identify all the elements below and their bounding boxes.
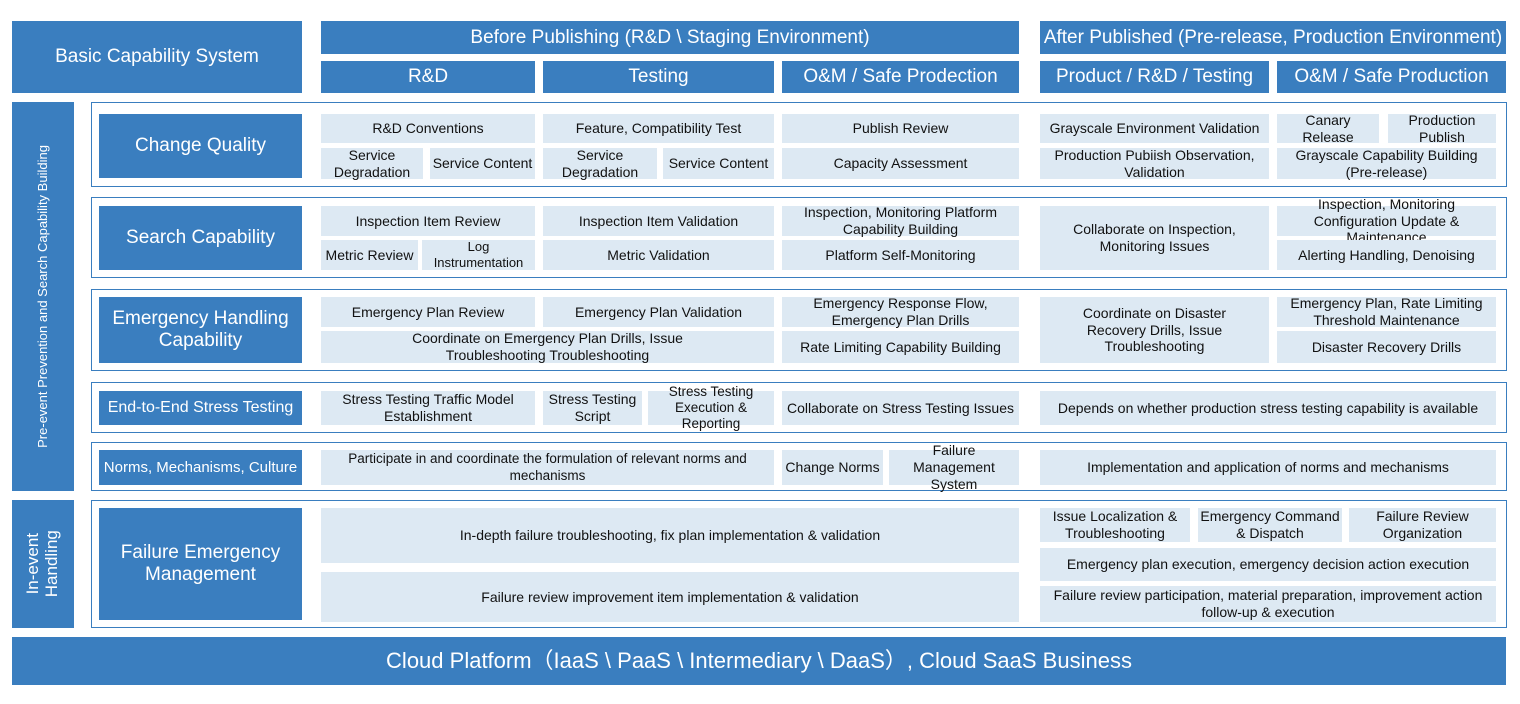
cell: Failure Management System [889, 442, 1019, 492]
cell: Collaborate on Stress Testing Issues [782, 391, 1019, 425]
cell: Emergency plan execution, emergency deci… [1040, 548, 1496, 581]
before-publishing-header: Before Publishing (R&D \ Staging Environ… [321, 21, 1019, 54]
cell: Alerting Handling, Denoising [1277, 240, 1496, 270]
row-label-stress: End-to-End Stress Testing [99, 391, 302, 425]
cell: Grayscale Environment Validation [1040, 114, 1269, 143]
cell: Disaster Recovery Drills [1277, 331, 1496, 363]
cell: Failure Review Organization [1349, 508, 1496, 542]
cell: Grayscale Capability Building (Pre-relea… [1277, 147, 1496, 180]
pre-event-side-label: Pre-event Prevention and Search Capabili… [12, 102, 74, 491]
row-label-search: Search Capability [99, 206, 302, 270]
cell: Emergency Plan Validation [543, 297, 774, 327]
row-label-change-quality: Change Quality [99, 114, 302, 178]
col-header-om-after: O&M / Safe Production [1277, 61, 1506, 93]
cell: Service Degradation [543, 147, 657, 180]
cell: Metric Validation [543, 240, 774, 270]
cell: Canary Release [1277, 112, 1379, 145]
cell: Coordinate on Emergency Plan Drills, Iss… [321, 330, 774, 363]
cell: Log Instrumentation [422, 239, 535, 270]
cell: Participate in and coordinate the formul… [321, 450, 774, 485]
cell: Feature, Compatibility Test [543, 114, 774, 143]
cell: Metric Review [321, 240, 418, 270]
row-label-failure: Failure Emergency Management [99, 508, 302, 620]
after-published-header: After Published (Pre-release, Production… [1040, 21, 1506, 54]
cell: Inspection Item Review [321, 206, 535, 236]
cell: Service Content [663, 148, 774, 179]
cell: Production Pubiish Observation, Validati… [1040, 147, 1269, 180]
cell: Platform Self-Monitoring [782, 240, 1019, 270]
cell: Service Content [430, 148, 535, 179]
col-header-product: Product / R&D / Testing [1040, 61, 1269, 93]
row-label-emergency: Emergency Handling Capability [99, 297, 302, 363]
cell: R&D Conventions [321, 114, 535, 143]
cell: Service Degradation [321, 147, 423, 180]
cell: Depends on whether production stress tes… [1040, 391, 1496, 425]
col-header-testing: Testing [543, 61, 774, 93]
cell: Issue Localization & Troubleshooting [1040, 508, 1190, 542]
cell: Emergency Response Flow, Emergency Plan … [782, 295, 1019, 328]
in-event-side-label: In-event Handling [12, 500, 74, 628]
cell: Inspection, Monitoring Platform Capabili… [782, 204, 1019, 237]
cell: Stress Testing Execution & Reporting [648, 384, 774, 431]
basic-capability-header: Basic Capability System [12, 21, 302, 93]
cell: Stress Testing Traffic Model Establishme… [321, 391, 535, 425]
cell: Implementation and application of norms … [1040, 450, 1496, 485]
cell: Rate Limiting Capability Building [782, 331, 1019, 363]
cell: Inspection Item Validation [543, 206, 774, 236]
col-header-rd: R&D [321, 61, 535, 93]
col-header-om-before: O&M / Safe Prodection [782, 61, 1019, 93]
row-label-norms: Norms, Mechanisms, Culture [99, 450, 302, 485]
cell: Emergency Command & Dispatch [1198, 508, 1342, 542]
cell: Coordinate on Disaster Recovery Drills, … [1040, 297, 1269, 363]
cell: Emergency Plan Review [321, 297, 535, 327]
cell: Production Publish [1388, 112, 1496, 145]
cloud-platform-footer: Cloud Platform（IaaS \ PaaS \ Intermediar… [12, 637, 1506, 685]
cell: Inspection, Monitoring Configuration Upd… [1277, 196, 1496, 245]
cell: Emergency Plan, Rate Limiting Threshold … [1277, 295, 1496, 328]
cell: Failure review improvement item implemen… [321, 572, 1019, 622]
cell: Publish Review [782, 114, 1019, 143]
cell: Change Norms [782, 450, 883, 485]
cell: In-depth failure troubleshooting, fix pl… [321, 508, 1019, 563]
cell: Capacity Assessment [782, 148, 1019, 179]
cell: Failure review participation, material p… [1040, 586, 1496, 622]
cell: Stress Testing Script [543, 391, 642, 425]
cell: Collaborate on Inspection, Monitoring Is… [1040, 206, 1269, 270]
